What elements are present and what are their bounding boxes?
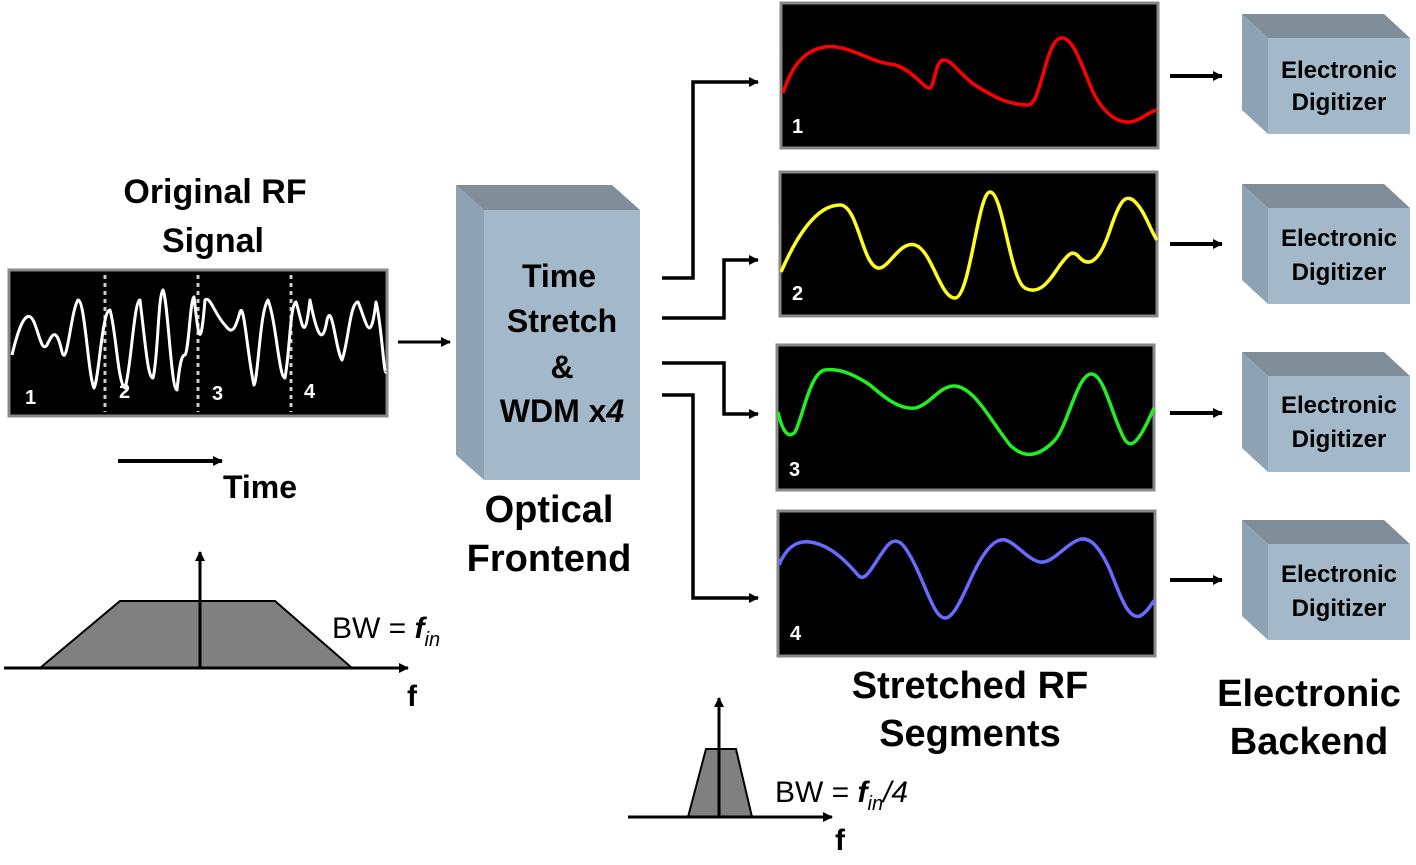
digitizer-2-line1: Electronic: [1281, 225, 1397, 252]
digitizer-3-line2: Digitizer: [1292, 426, 1387, 453]
original-signal-title-line1: Original RF: [123, 173, 306, 211]
segments-caption-line2: Segments: [879, 713, 1061, 755]
digitizer-box-3: Electronic Digitizer: [1242, 352, 1410, 472]
stretched-waveform-4: [777, 537, 1157, 620]
stretched-label-2: 2: [792, 283, 803, 305]
optical-frontend-box: [456, 185, 640, 480]
original-segment-label-1: 1: [25, 387, 36, 409]
stretched-panel-2: 2: [778, 170, 1159, 318]
stretched-bandwidth-label: BW = fin/4: [775, 776, 908, 815]
original-bandwidth-label: BW = fin: [332, 612, 440, 651]
stretched-frequency-label: f: [835, 824, 846, 857]
stretched-panel-3: 3: [775, 343, 1156, 492]
stretched-waveform-3: [776, 367, 1156, 456]
segments-caption-line1: Stretched RF: [852, 665, 1088, 707]
route-arrow-1: [662, 77, 759, 280]
route-arrow-2: [662, 255, 759, 320]
original-signal-title-line2: Signal: [162, 222, 264, 260]
original-signal-panel: 1 2 3 4: [7, 268, 389, 418]
original-rf-waveform: [10, 288, 388, 392]
digitizer-1-line1: Electronic: [1281, 57, 1397, 84]
digitizer-4-line2: Digitizer: [1292, 595, 1387, 622]
frontend-caption-line2: Frontend: [467, 538, 632, 580]
backend-caption-line2: Backend: [1230, 721, 1388, 763]
original-segment-label-3: 3: [212, 383, 223, 405]
stretched-label-3: 3: [789, 459, 800, 481]
stretched-panel-4: 4: [776, 509, 1157, 658]
frontend-line-2: Stretch: [507, 303, 617, 339]
backend-caption-line1: Electronic: [1217, 673, 1401, 715]
digitizer-box-2: Electronic Digitizer: [1242, 184, 1410, 304]
route-arrow-3: [662, 361, 759, 419]
digitizer-1-line2: Digitizer: [1292, 89, 1387, 116]
original-frequency-label: f: [407, 680, 418, 713]
stretched-label-4: 4: [790, 623, 802, 645]
stretched-waveform-1: [781, 36, 1158, 124]
frontend-line-4: WDM x4: [500, 393, 625, 429]
digitizer-box-4: Electronic Digitizer: [1242, 520, 1410, 640]
digitizer-3-line1: Electronic: [1281, 392, 1397, 419]
original-segment-label-2: 2: [119, 381, 130, 403]
stretched-label-1: 1: [792, 116, 803, 138]
original-segment-label-4: 4: [304, 381, 316, 403]
digitizer-2-line2: Digitizer: [1292, 259, 1387, 286]
route-arrow-4: [662, 393, 759, 603]
digitizer-4-line1: Electronic: [1281, 561, 1397, 588]
stretched-spectrum: [628, 697, 833, 822]
frontend-line-3: &: [550, 349, 573, 385]
stretched-panel-1: 1: [779, 1, 1160, 150]
stretched-waveform-2: [779, 190, 1159, 300]
frontend-line-1: Time: [522, 258, 596, 294]
time-label: Time: [223, 469, 297, 505]
digitizer-box-1: Electronic Digitizer: [1242, 14, 1410, 134]
frontend-caption-line1: Optical: [485, 489, 614, 531]
original-spectrum: [4, 551, 409, 673]
